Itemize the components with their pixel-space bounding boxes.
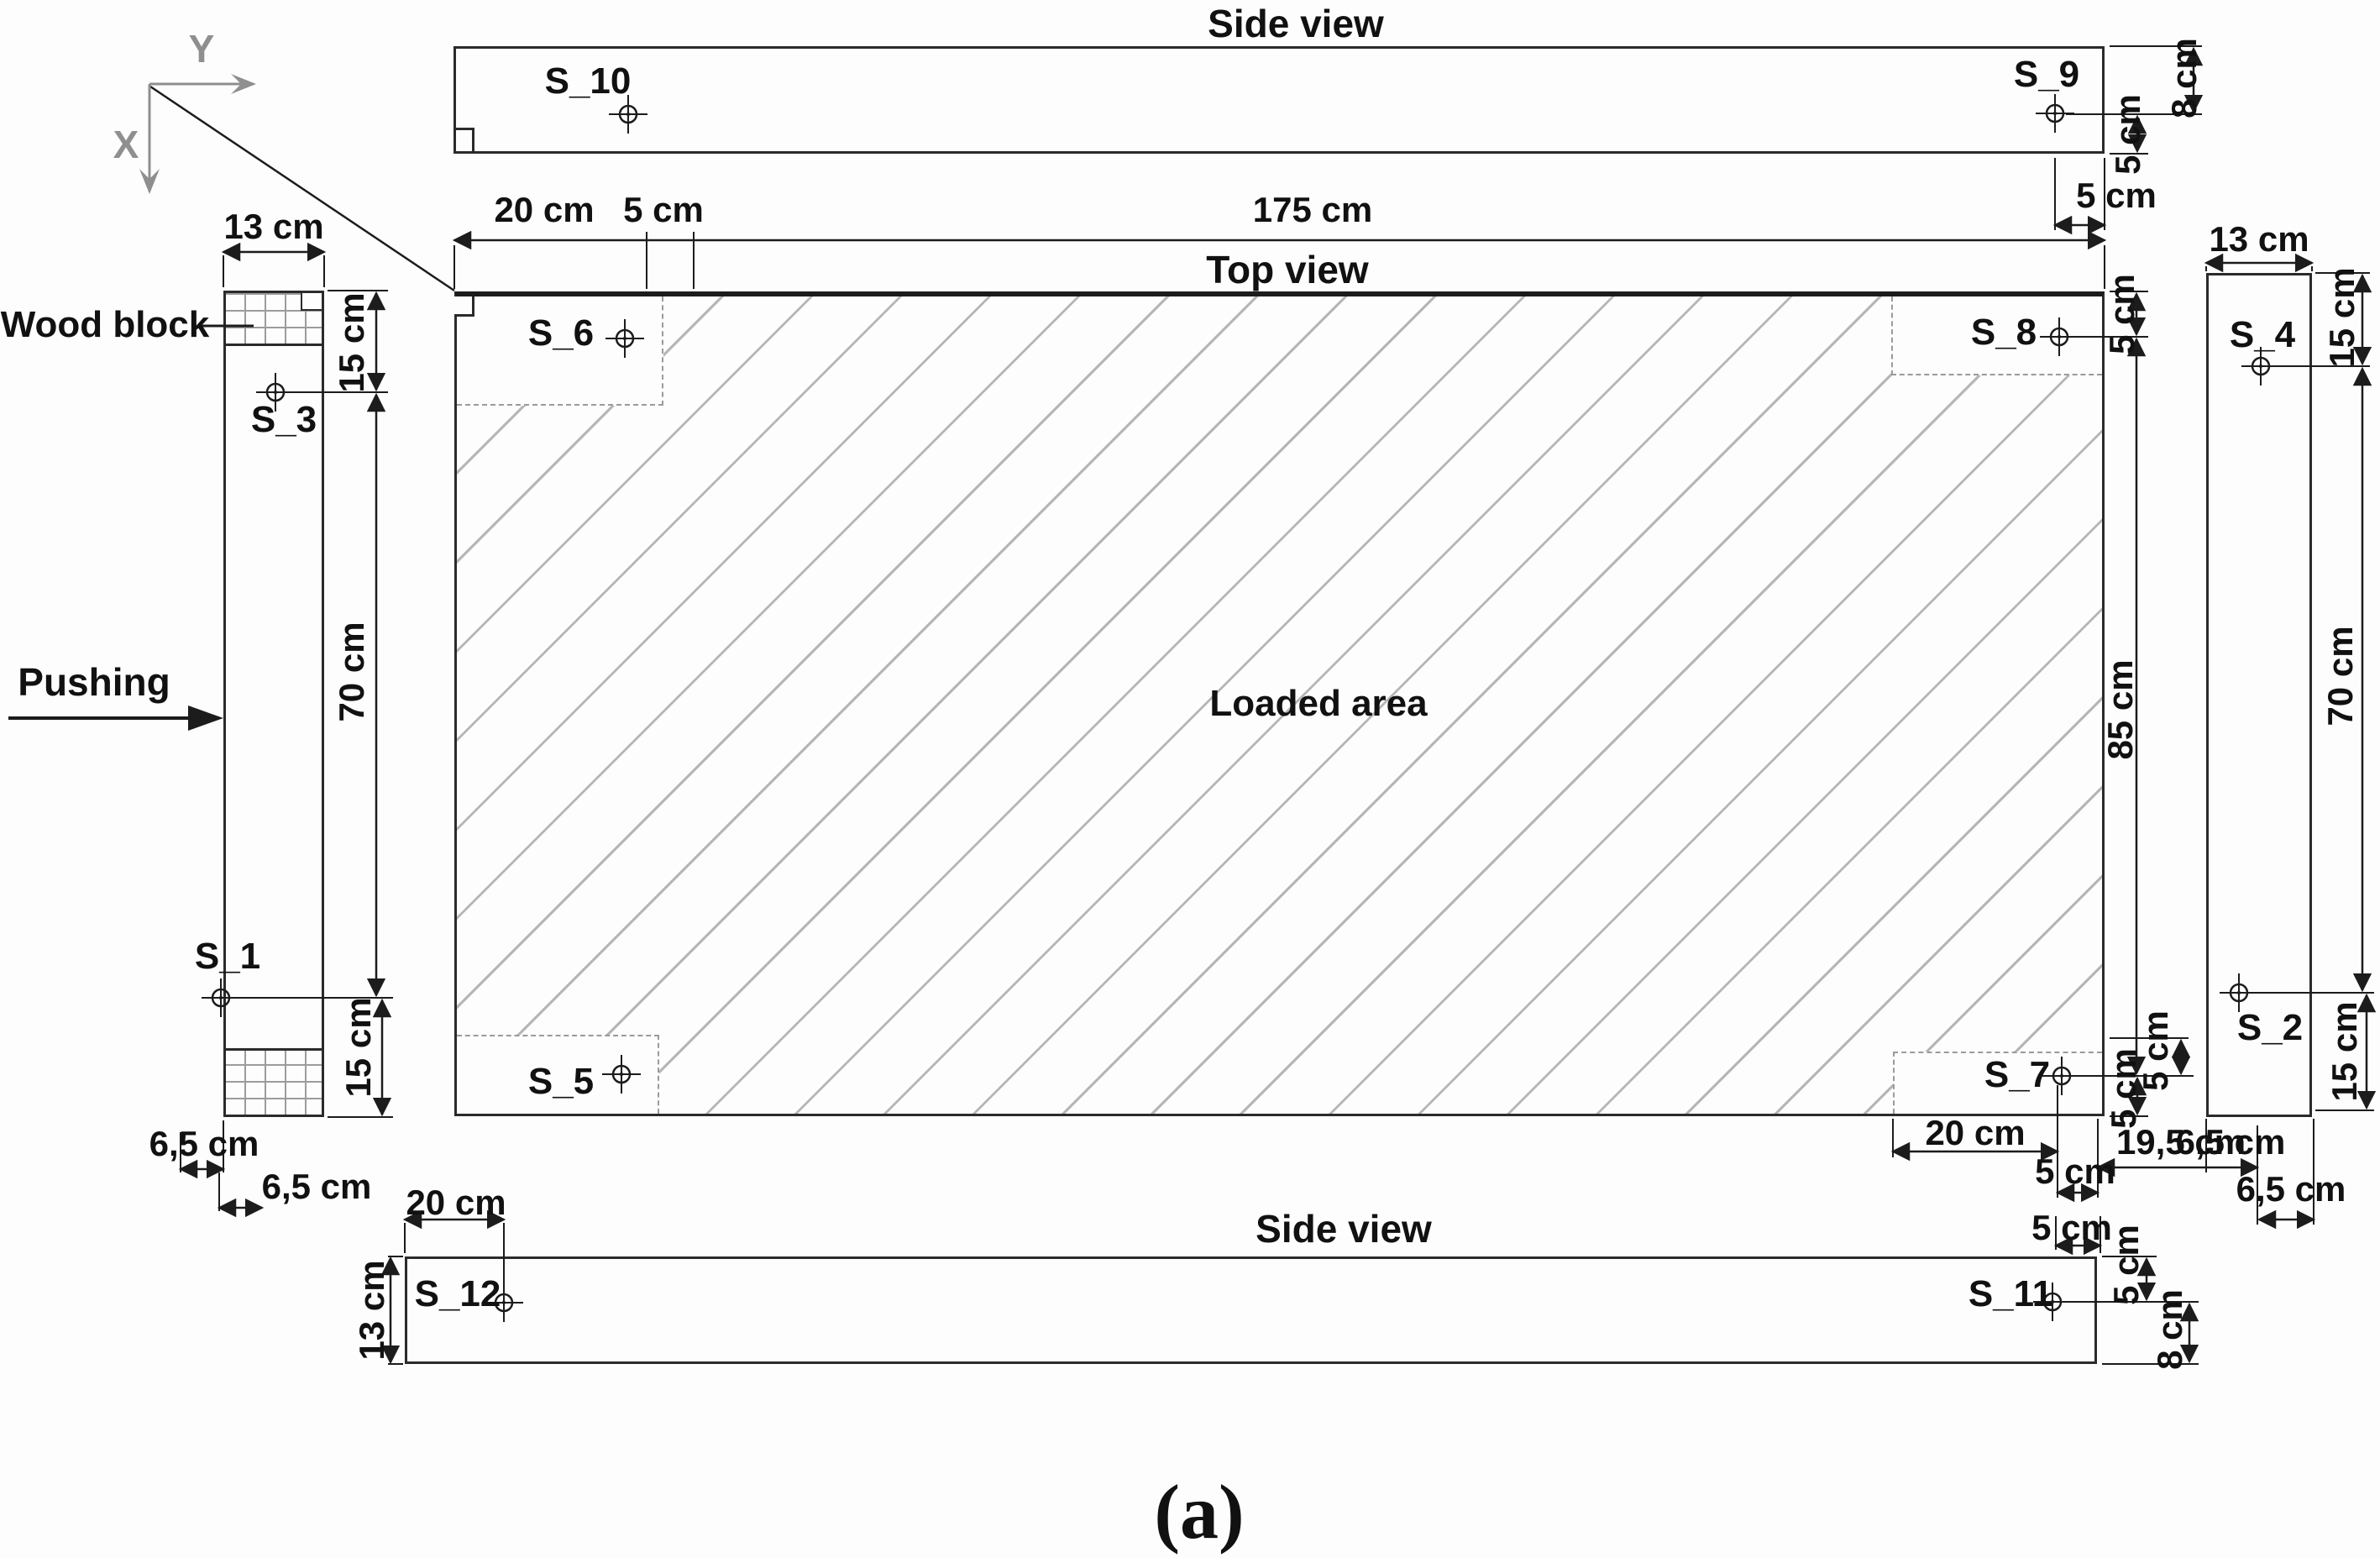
dim-70cm-left: 70 cm bbox=[332, 622, 371, 722]
top-view-panel bbox=[454, 291, 2105, 1116]
dim-20cm-bottom-right: 20 cm bbox=[1925, 1113, 2026, 1152]
sensor-label-s_8: S_8 bbox=[1970, 312, 2037, 353]
sensor-label-s_2: S_2 bbox=[2236, 1007, 2304, 1048]
dim-6-5cm-overlap: 6,5 cm bbox=[2175, 1122, 2286, 1162]
label-pushing: Pushing bbox=[18, 660, 170, 704]
dim-8cm-bottom-side-right: 8 cm bbox=[2150, 1289, 2189, 1370]
bottom-side-view-panel bbox=[405, 1256, 2097, 1364]
sensor-label-s_6: S_6 bbox=[527, 312, 595, 354]
sensor-marker-s_2 bbox=[2220, 973, 2258, 1012]
dim-70cm-right: 70 cm bbox=[2320, 626, 2360, 727]
projection-line bbox=[149, 85, 455, 292]
sensor-marker-s_7 bbox=[2042, 1057, 2081, 1095]
dim-6-5cm-left-1: 6,5 cm bbox=[149, 1124, 259, 1163]
dim-19-5cm: 19,5 cm bbox=[2115, 1122, 2246, 1162]
axis-x-label: X bbox=[113, 123, 139, 166]
loaded-area-cutout-top-left bbox=[457, 296, 663, 406]
sensor-label-s_9: S_9 bbox=[2013, 54, 2080, 95]
sensor-marker-s_1 bbox=[202, 978, 240, 1017]
dim-6-5cm-left-2: 6,5 cm bbox=[261, 1167, 372, 1206]
sensor-label-s_7: S_7 bbox=[1984, 1054, 2051, 1095]
dim-5cm-right-top: 5 cm bbox=[2102, 274, 2141, 354]
dim-85cm: 85 cm bbox=[2100, 659, 2140, 760]
dim-5cm-s7: 5 cm bbox=[2035, 1151, 2115, 1191]
dim-20cm-bottom-left: 20 cm bbox=[406, 1183, 506, 1222]
dim-5cm-ne-h: 5 cm bbox=[2076, 176, 2157, 215]
wood-block-bottom bbox=[226, 1048, 322, 1115]
dim-5cm-bottom-side-right: 5 cm bbox=[2106, 1225, 2146, 1305]
title-top-view: Top view bbox=[1206, 248, 1369, 291]
dim-8cm-ne: 8 cm bbox=[2164, 38, 2204, 118]
dim-20cm-top: 20 cm bbox=[494, 190, 595, 229]
dim-15cm-right-top: 15 cm bbox=[2322, 267, 2362, 368]
sensor-marker-s_10 bbox=[609, 95, 647, 134]
sensor-label-s_10: S_10 bbox=[544, 60, 632, 102]
corner-notch-top-view bbox=[454, 296, 474, 317]
sensor-marker-s_12 bbox=[485, 1283, 523, 1322]
dim-5cm-top: 5 cm bbox=[623, 190, 704, 229]
sensor-label-s_11: S_11 bbox=[1968, 1273, 2053, 1314]
dim-5cm-se-2: 5 cm bbox=[2104, 1048, 2143, 1129]
sensor-marker-s_4 bbox=[2241, 347, 2280, 386]
right-side-bar bbox=[2206, 273, 2312, 1117]
dim-13cm-bottom-side: 13 cm bbox=[352, 1260, 391, 1361]
dim-13cm-left-bar: 13 cm bbox=[223, 207, 324, 246]
sensor-marker-s_3 bbox=[256, 373, 295, 412]
sensor-label-s_4: S_4 bbox=[2229, 314, 2296, 355]
left-side-bar bbox=[223, 291, 324, 1117]
sensor-marker-s_6 bbox=[605, 319, 644, 358]
label-loaded-area: Loaded area bbox=[1209, 683, 1428, 724]
dim-175cm: 175 cm bbox=[1252, 190, 1373, 229]
sensor-label-s_12: S_12 bbox=[414, 1273, 501, 1314]
title-top-side-view: Side view bbox=[1208, 2, 1384, 45]
sensor-label-s_5: S_5 bbox=[527, 1061, 595, 1102]
corner-notch-side-view bbox=[456, 128, 474, 151]
sensor-marker-s_9 bbox=[2036, 94, 2074, 133]
corner-notch-wood-block bbox=[301, 293, 322, 311]
dim-15cm-left-bottom: 15 cm bbox=[338, 997, 378, 1098]
dim-5cm-se-1: 5 cm bbox=[2136, 1010, 2175, 1091]
figure-caption: (a) bbox=[1154, 1469, 1245, 1555]
dim-5cm-ne-v: 5 cm bbox=[2108, 94, 2147, 175]
sensor-marker-s_11 bbox=[2033, 1283, 2072, 1321]
pushing-arrow-head bbox=[188, 706, 223, 731]
top-side-view-panel bbox=[453, 46, 2105, 154]
sensor-marker-s_8 bbox=[2040, 317, 2079, 356]
dim-6-5cm-right: 6,5 cm bbox=[2236, 1169, 2346, 1209]
dim-15cm-right-bottom: 15 cm bbox=[2325, 1001, 2364, 1102]
sensor-marker-s_5 bbox=[602, 1055, 641, 1094]
sensor-label-s_1: S_1 bbox=[194, 936, 261, 977]
axis-y-label: Y bbox=[188, 27, 215, 71]
label-wood-block: Wood block bbox=[0, 304, 210, 345]
dim-13cm-right-bar: 13 cm bbox=[2209, 219, 2309, 259]
dim-15cm-left-top: 15 cm bbox=[332, 292, 371, 393]
sensor-label-s_3: S_3 bbox=[250, 399, 317, 440]
dim-5cm-s11: 5 cm bbox=[2031, 1208, 2112, 1247]
title-bottom-side-view: Side view bbox=[1256, 1207, 1432, 1251]
